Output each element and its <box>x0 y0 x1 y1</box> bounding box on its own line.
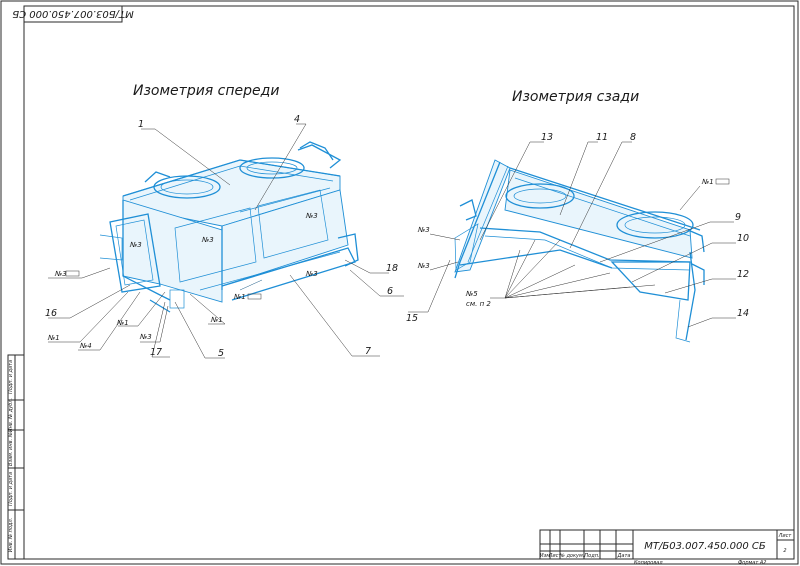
mark-front-d: №3 <box>305 270 318 278</box>
mark-rear-c: №3 <box>417 262 430 270</box>
rear-callouts: 13 11 8 9 10 12 14 15 <box>406 132 749 324</box>
mark-front-a: №3 <box>201 236 214 244</box>
mark-rear-b: №3 <box>417 226 430 234</box>
mark-rear-e: см. п 2 <box>466 300 491 308</box>
callout-14: 14 <box>737 308 749 319</box>
sheet-label: Лист <box>778 533 793 539</box>
mark-front-j: №4 <box>79 342 92 350</box>
callout-13: 13 <box>541 132 553 143</box>
format-label: Формат А2 <box>738 560 766 566</box>
inner-frame <box>23 5 795 560</box>
stamp-inv-dubl: Инв. № дубл. <box>8 398 14 432</box>
col-data: Дата <box>617 553 631 559</box>
callout-10: 10 <box>737 233 749 244</box>
callout-9: 9 <box>735 212 741 223</box>
stamp-podp-2: Подп. и дата <box>8 360 14 394</box>
mark-front-k: №1 <box>210 316 223 324</box>
mark-front-h: №3 <box>139 333 152 341</box>
callout-6: 6 <box>387 286 393 297</box>
mark-front-c: №3 <box>129 241 142 249</box>
corner-code: МТ/Б03.007.450.000 СБ <box>12 8 134 19</box>
corner-code-box <box>23 5 123 23</box>
front-isometric-drawing <box>99 141 359 313</box>
mark-front-e: №1 <box>233 293 246 301</box>
callout-16: 16 <box>45 308 57 319</box>
mark-front-g: №1 <box>47 334 60 342</box>
col-dokum: № докум. <box>559 553 585 559</box>
title-rear-view: Изометрия сзади <box>512 89 639 105</box>
mark-rear-d: №5 <box>465 290 478 298</box>
stamp-vzam: Взам. инв. № <box>8 432 14 466</box>
callout-7: 7 <box>365 346 371 357</box>
stamp-podp-1: Подп. и дата <box>8 472 14 506</box>
callout-4: 4 <box>294 114 300 125</box>
callout-1: 1 <box>138 119 144 130</box>
title-front-view: Изометрия спереди <box>133 83 279 99</box>
callout-15: 15 <box>406 313 418 324</box>
front-weld-marks: №3 №3 №3 №3 №1 №1 №1 №3 №3 №4 №1 <box>47 212 318 350</box>
mark-rear-a: №1 <box>701 178 714 186</box>
mark-front-i: №3 <box>54 270 67 278</box>
rear-leaders <box>408 141 736 328</box>
stamp-inv-podl: Инв. № подл. <box>8 518 14 553</box>
callout-5: 5 <box>218 348 224 359</box>
side-stamp: Инв. № подл. Подп. и дата Взам. инв. № И… <box>7 354 25 560</box>
copied-label: Копировал <box>634 560 663 566</box>
callout-12: 12 <box>737 269 749 280</box>
callout-18: 18 <box>386 263 398 274</box>
rear-weld-marks: №1 №3 №3 №5 см. п 2 <box>417 178 730 308</box>
rear-isometric-drawing <box>454 159 705 343</box>
sheet-number: 2 <box>783 548 786 554</box>
front-callouts: 1 4 18 6 7 5 17 16 <box>45 114 398 359</box>
col-list: Лист <box>548 553 563 559</box>
title-block: Изм Лист № докум. Подп. Дата МТ/Б03.007.… <box>539 529 795 560</box>
callout-17: 17 <box>150 347 162 358</box>
front-leaders <box>48 123 404 359</box>
col-izm: Изм <box>540 553 550 559</box>
col-podp: Подп. <box>584 553 599 559</box>
title-block-code: МТ/Б03.007.450.000 СБ <box>644 541 766 552</box>
callout-11: 11 <box>596 132 608 143</box>
mark-front-f: №1 <box>116 319 129 327</box>
mark-front-b: №3 <box>305 212 318 220</box>
callout-8: 8 <box>630 132 636 143</box>
